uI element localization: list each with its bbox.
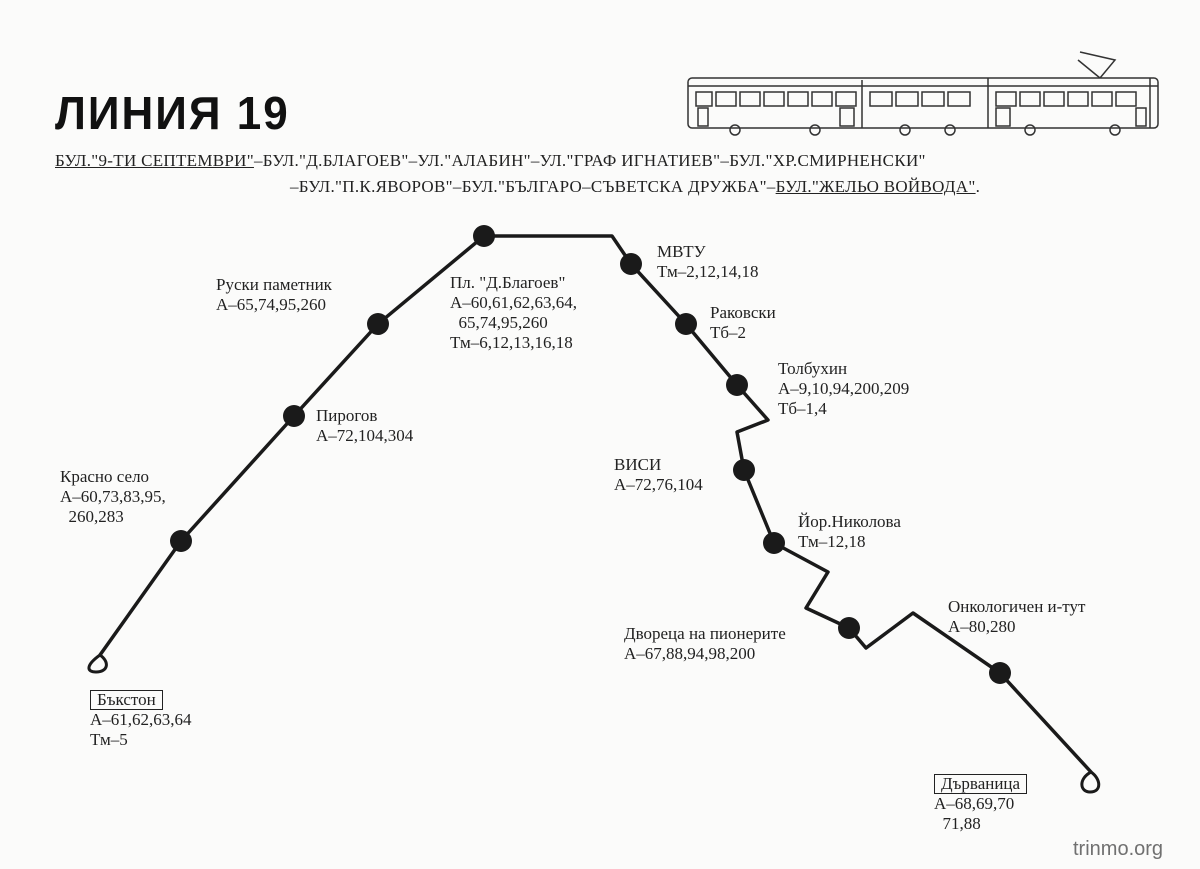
stop-label-tolbuhin: Толбухин А–9,10,94,200,209 Тб–1,4 (778, 359, 910, 418)
tram-icon (687, 51, 1159, 136)
map-title: ЛИНИЯ 19 (55, 88, 290, 140)
stop-marker-mvtu (620, 253, 642, 275)
terminal-loop-end (1080, 770, 1101, 794)
stop-name: Раковски (710, 303, 776, 322)
stop-name: Дърваница (934, 774, 1028, 794)
stop-name: Пирогов (316, 406, 378, 425)
route-start-street: БУЛ."9-ТИ СЕПТЕМВРИ" (55, 151, 254, 170)
terminal-loop-start (87, 653, 108, 674)
stop-label-yor-nikolova: Йор.Николова Тм–12,18 (798, 512, 901, 551)
stop-label-dvoretsa: Двореца на пионерите А–67,88,94,98,200 (624, 624, 786, 663)
watermark-credit: trinmo.org (1073, 838, 1164, 860)
route-line-2: –БУЛ."П.К.ЯВОРОВ"–БУЛ."БЪЛГАРО–СЪВЕТСКА … (290, 177, 981, 196)
stop-label-krasno-selo: Красно село А–60,73,83,95, 260,283 (60, 467, 166, 526)
stop-label-visi: ВИСИ А–72,76,104 (614, 455, 703, 494)
route-middle-streets: –БУЛ."Д.БЛАГОЕВ"–УЛ."АЛАБИН"–УЛ."ГРАФ ИГ… (253, 151, 926, 170)
stop-marker-visi (733, 459, 755, 481)
stop-marker-ruski-pametnik (367, 313, 389, 335)
stop-name: Пл. "Д.Благоев" (450, 273, 566, 292)
stop-name: Красно село (60, 467, 150, 486)
stop-name: Йор.Николова (798, 512, 901, 531)
stop-marker-pirogov (283, 405, 305, 427)
stop-label-ruski-pametnik: Руски паметник А–65,74,95,260 (216, 275, 332, 314)
stop-marker-pl-blagoev (473, 225, 495, 247)
stop-name: Руски паметник (216, 275, 332, 294)
route-more-streets: –БУЛ."П.К.ЯВОРОВ"–БУЛ."БЪЛГАРО–СЪВЕТСКА … (290, 177, 776, 196)
stop-marker-yor-nikolova (763, 532, 785, 554)
route-end-street: БУЛ."ЖЕЛЬО ВОЙВОДА" (775, 177, 976, 196)
stop-name: Онкологичен и-тут (948, 597, 1086, 616)
stop-marker-tolbuhin (726, 374, 748, 396)
stop-marker-onkologichen (989, 662, 1011, 684)
stop-marker-rakovski (675, 313, 697, 335)
stop-label-rakovski: Раковски Тб–2 (710, 303, 776, 342)
stop-label-pl-blagoev: Пл. "Д.Благоев" А–60,61,62,63,64, 65,74,… (450, 273, 578, 352)
stop-label-darvenitsa: Дърваница А–68,69,70 71,88 (934, 774, 1028, 834)
route-line-1: БУЛ."9-ТИ СЕПТЕМВРИ"–БУЛ."Д.БЛАГОЕВ"–УЛ.… (55, 151, 926, 171)
stop-marker-dvoretsa (838, 617, 860, 639)
stop-label-pirogov: Пирогов А–72,104,304 (316, 406, 414, 445)
stop-label-mvtu: МВТУ Тм–2,12,14,18 (657, 242, 759, 281)
stop-name: Толбухин (778, 359, 848, 378)
stop-name: МВТУ (657, 242, 706, 261)
stop-name: ВИСИ (614, 455, 662, 474)
stop-label-bakston: Бъкстон А–61,62,63,64 Тм–5 (90, 690, 192, 749)
stop-label-onkologichen: Онкологичен и-тут А–80,280 (948, 597, 1086, 636)
stop-name: Двореца на пионерите (624, 624, 786, 643)
stop-name: Бъкстон (90, 690, 163, 710)
route-line (98, 234, 1093, 774)
stop-marker-krasno-selo (170, 530, 192, 552)
